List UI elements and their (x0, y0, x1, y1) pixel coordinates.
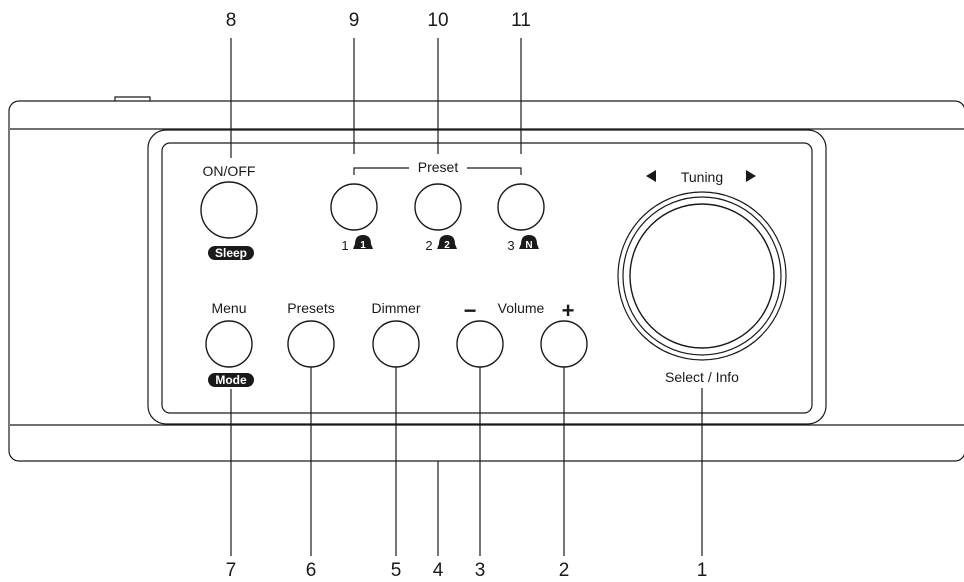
preset-2-bell-badge-icon: 2 (437, 235, 457, 251)
volume-plus-label: + (562, 298, 575, 323)
on-off-button[interactable] (200, 181, 258, 239)
callout-2: 2 (559, 560, 570, 581)
dimmer-button[interactable] (372, 320, 420, 368)
tuning-knob[interactable] (629, 203, 775, 349)
bottom-button-row: Menu Mode Presets Dimmer − Volume + (205, 298, 588, 387)
top-tab (114, 96, 151, 101)
callout-11: 11 (511, 10, 531, 31)
mode-badge (208, 373, 254, 387)
callout-10: 10 (427, 10, 448, 31)
device-body (8, 96, 964, 462)
tuning-label: Tuning (681, 169, 723, 185)
tuning-knob-outer-ring (617, 191, 787, 361)
preset-3-number: 3 (507, 238, 514, 253)
preset-3-button[interactable] (497, 183, 545, 231)
callout-4: 4 (433, 560, 444, 581)
volume-minus-label: − (464, 298, 477, 323)
volume-down-button[interactable] (456, 320, 504, 368)
volume-label: Volume (498, 300, 545, 316)
triangle-right-icon (746, 170, 756, 182)
panel-bezel-outer (147, 129, 827, 425)
top-callouts: 8 9 10 11 (226, 10, 531, 158)
tuning-knob-middle-ring (622, 196, 782, 356)
preset-2-button[interactable] (414, 183, 462, 231)
sleep-label: Sleep (215, 246, 247, 260)
bottom-callouts: 7 6 5 4 3 2 1 (226, 367, 708, 581)
presets-label: Presets (287, 300, 334, 316)
presets-button[interactable] (287, 320, 335, 368)
preset-group-label: Preset (418, 159, 459, 175)
on-off-group: ON/OFF Sleep (200, 163, 258, 260)
callout-5: 5 (391, 560, 402, 581)
callout-1: 1 (697, 560, 708, 581)
preset-1-button[interactable] (330, 183, 378, 231)
volume-up-button[interactable] (540, 320, 588, 368)
select-info-label: Select / Info (665, 369, 739, 385)
preset-1-number: 1 (341, 238, 348, 253)
callout-3: 3 (475, 560, 486, 581)
panel-bezel-inner (161, 142, 813, 414)
preset-bracket-left (353, 167, 409, 175)
preset-bracket-right (467, 167, 522, 175)
callout-9: 9 (349, 10, 360, 31)
tuning-group: Tuning Select / Info (617, 169, 787, 385)
svg-text:N: N (525, 240, 532, 251)
svg-text:2: 2 (444, 240, 450, 251)
preset-group: Preset 1 1 2 2 3 N (330, 159, 545, 253)
callout-8: 8 (226, 10, 237, 31)
callout-6: 6 (306, 560, 317, 581)
svg-text:1: 1 (360, 240, 366, 251)
mode-label: Mode (215, 373, 247, 387)
sleep-badge (208, 246, 254, 260)
on-off-label: ON/OFF (203, 163, 256, 179)
preset-3-bell-badge-icon: N (519, 235, 539, 251)
preset-2-number: 2 (425, 238, 432, 253)
callout-7: 7 (226, 560, 237, 581)
dimmer-label: Dimmer (372, 300, 421, 316)
outer-casing (8, 100, 964, 462)
triangle-left-icon (646, 170, 656, 182)
menu-label: Menu (211, 300, 246, 316)
menu-button[interactable] (205, 320, 253, 368)
preset-1-bell-badge-icon: 1 (353, 235, 373, 251)
